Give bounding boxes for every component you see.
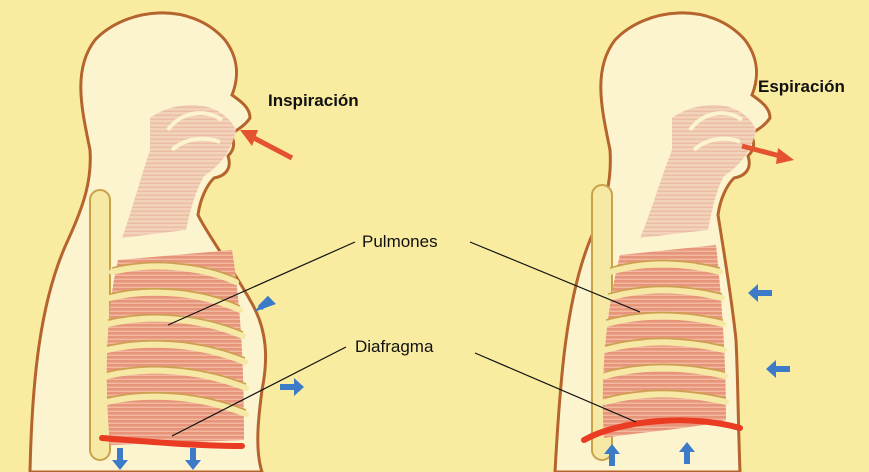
diaphragm-label: Diafragma [355,337,434,356]
lungs-label: Pulmones [362,232,438,251]
exhale-title: Espiración [758,77,845,96]
inhale-title: Inspiración [268,91,359,110]
